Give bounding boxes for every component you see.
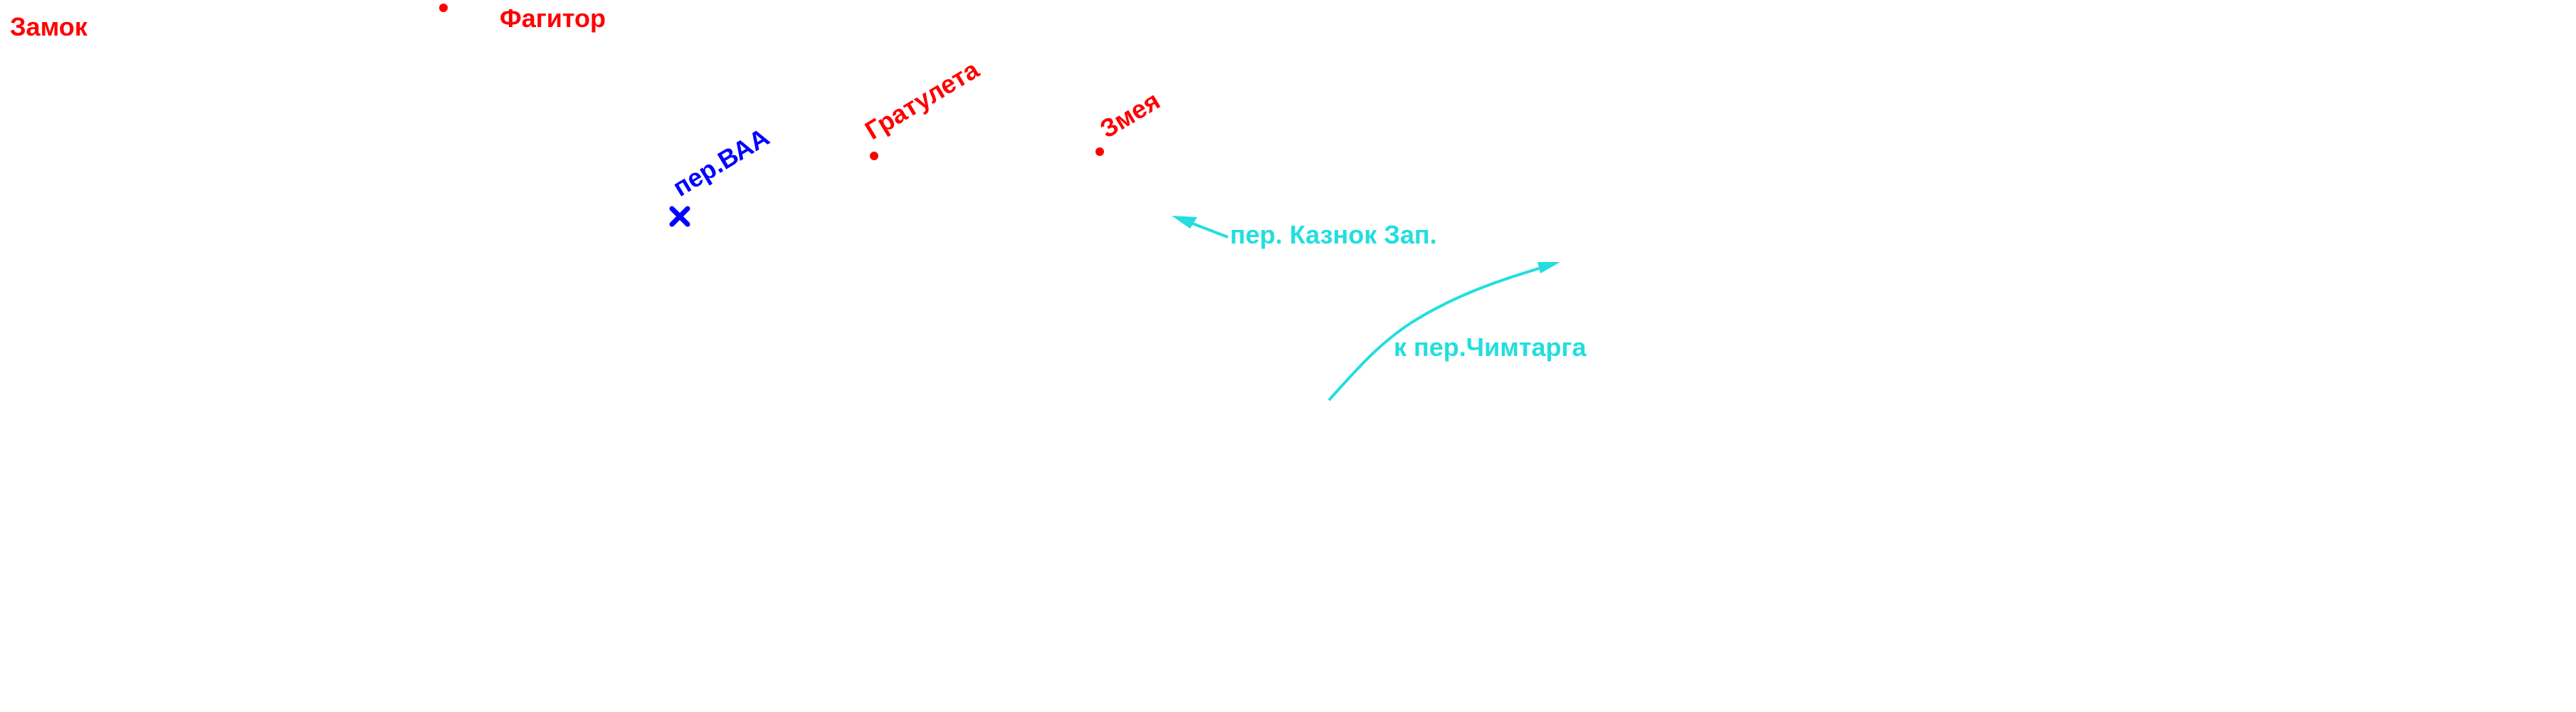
peak-point-icon [439, 4, 448, 12]
peak-label-fagitor: Фагитор [500, 4, 606, 33]
route-kaznok[interactable]: пер. Казнок Зап. [1172, 216, 1437, 249]
peak-fagitor[interactable]: Фагитор [439, 4, 606, 33]
arrow-icon [1537, 262, 1560, 273]
route-line [1328, 264, 1549, 402]
peak-point-icon [1095, 147, 1104, 156]
cross-icon [669, 206, 690, 227]
route-label-chimtarga: к пер.Чимтарга [1394, 333, 1587, 362]
peak-label-zamok: Замок [10, 12, 88, 41]
arrow-icon [1172, 216, 1197, 229]
route-label-kaznok: пер. Казнок Зап. [1230, 220, 1437, 249]
route-chimtarga[interactable]: к пер.Чимтарга [1328, 262, 1587, 402]
peak-zamok[interactable]: Замок [10, 12, 88, 41]
peak-point-icon [870, 152, 878, 160]
